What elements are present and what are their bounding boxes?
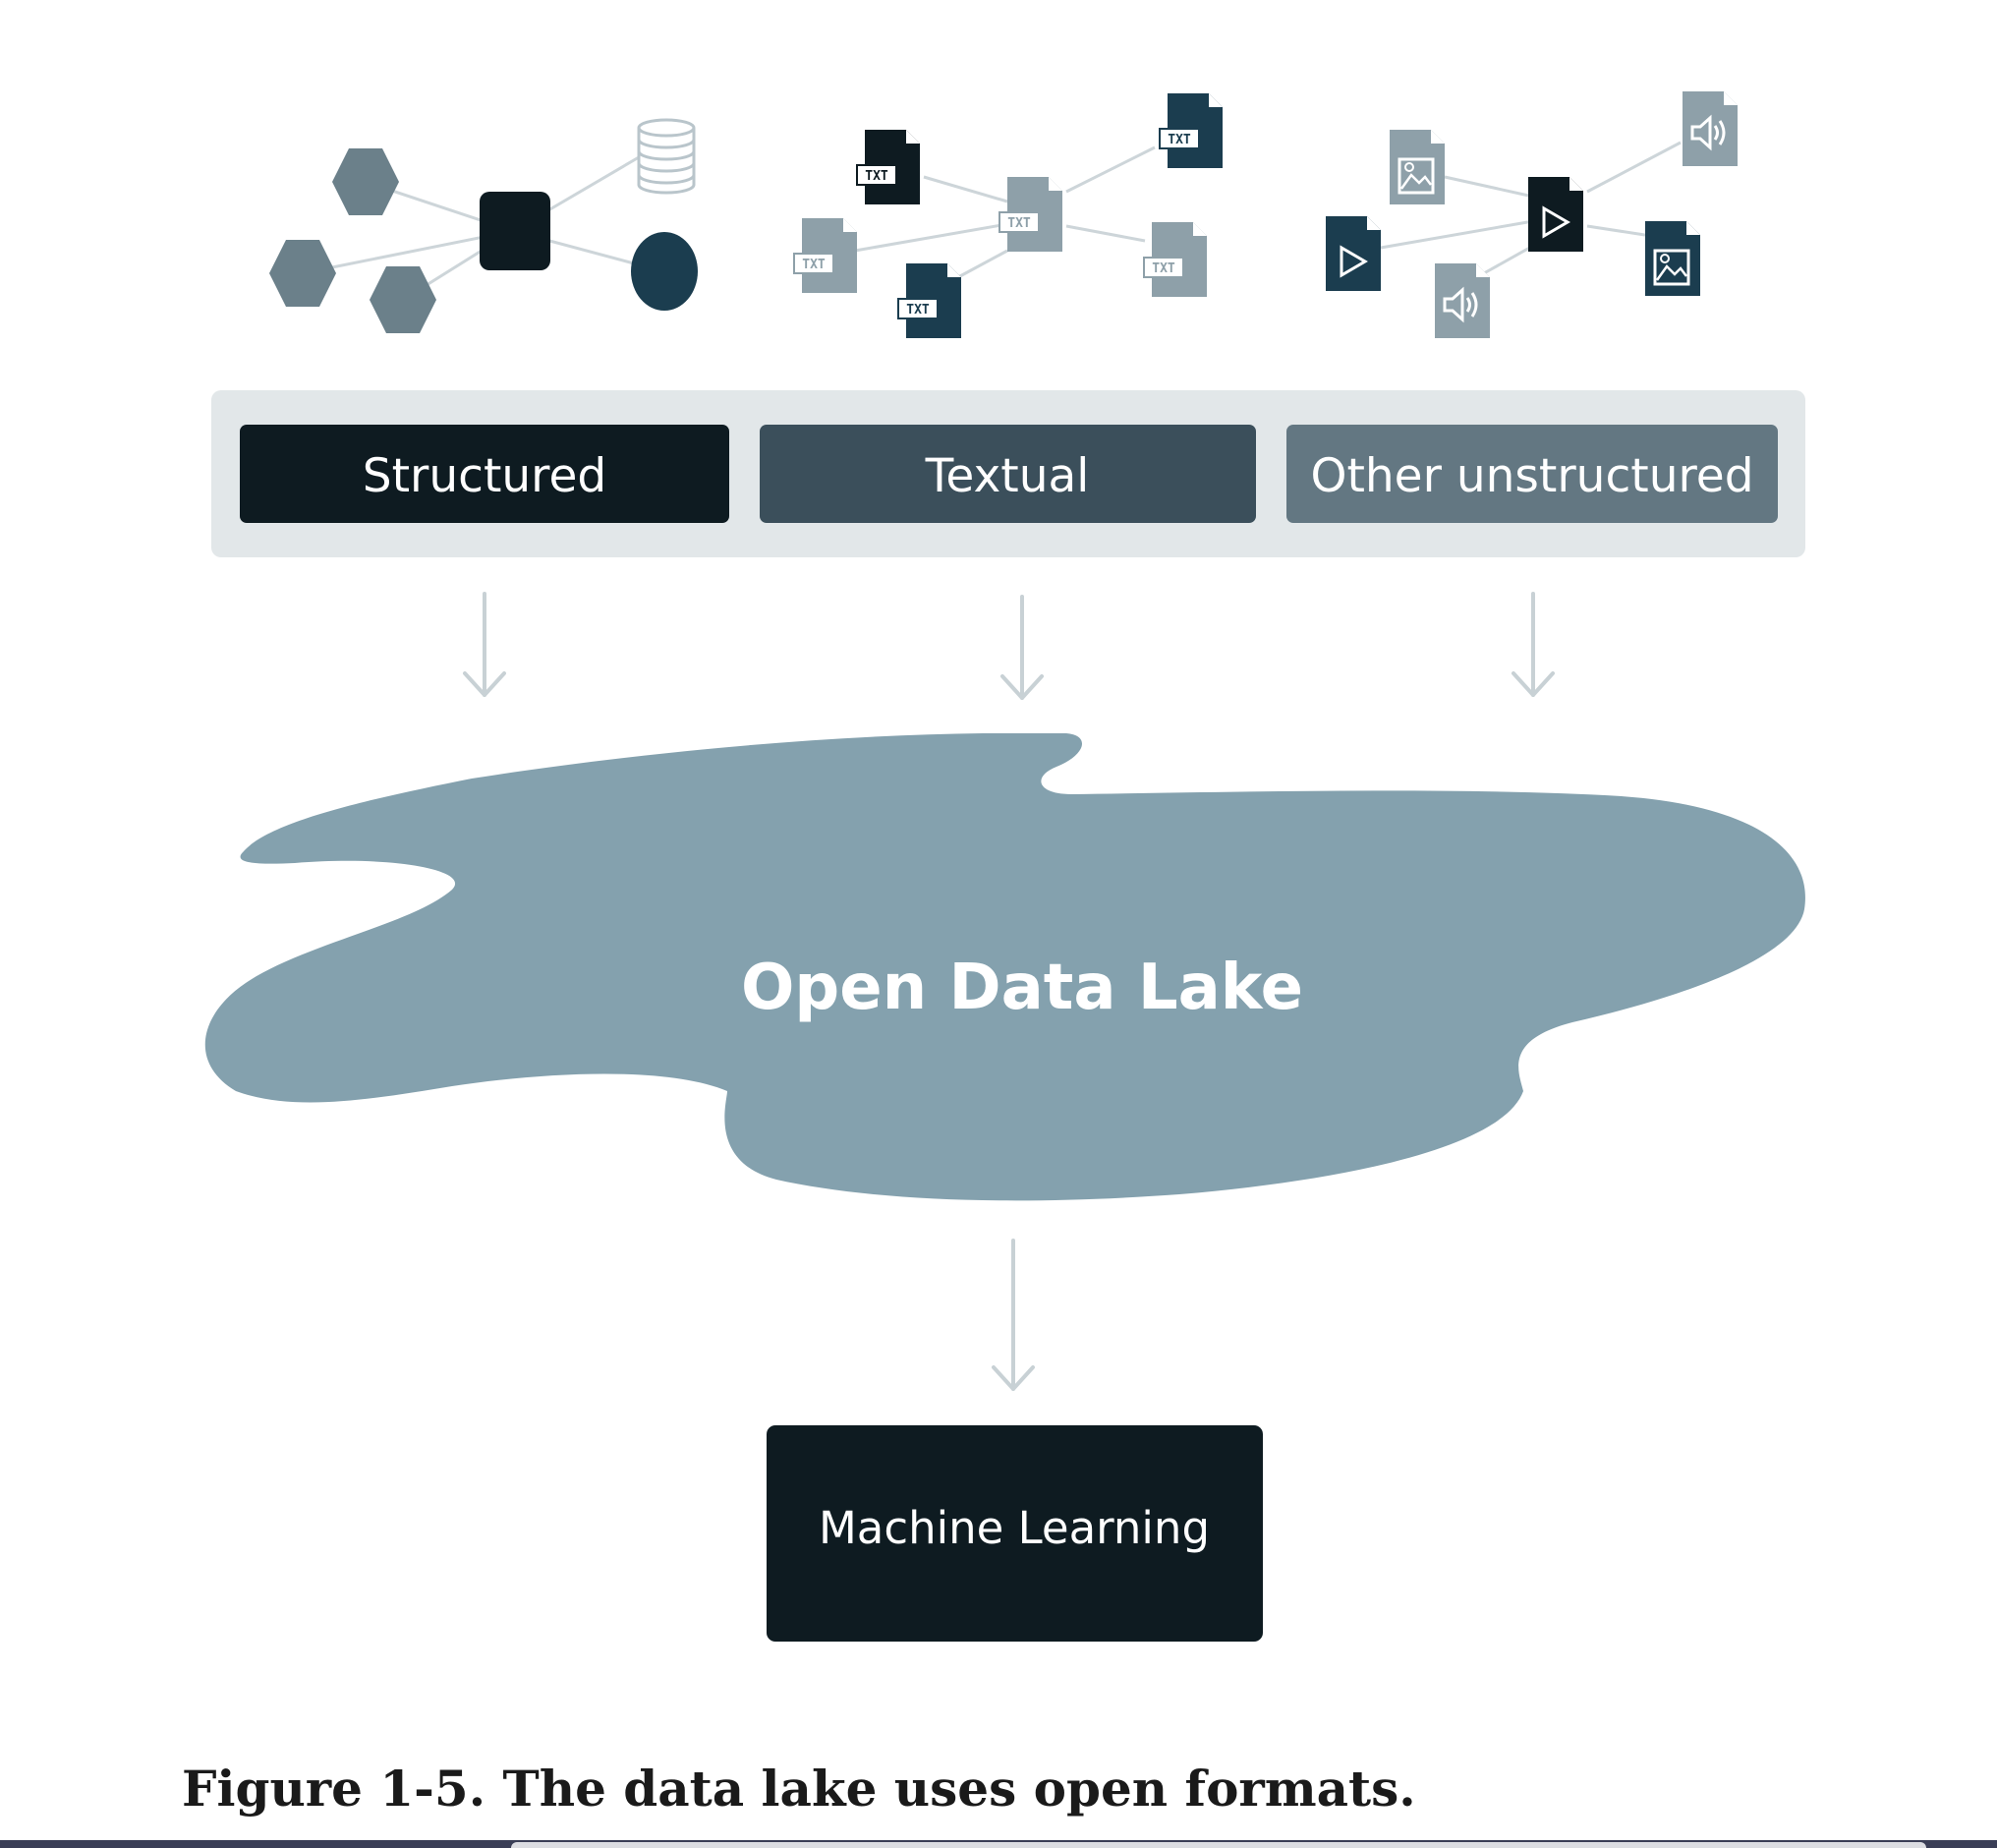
lake-shape <box>204 733 1805 1201</box>
audio-file-icon <box>1435 263 1490 338</box>
figure-caption: Figure 1-5. The data lake uses open form… <box>182 1760 1416 1818</box>
textual-icon-cluster: TXT TXT TXT TXT TXT <box>793 93 1223 338</box>
hexagon-icon <box>332 148 399 215</box>
category-other-unstructured: Other unstructured <box>1286 425 1778 523</box>
structured-icon-cluster <box>269 118 698 333</box>
txt-file-icon: TXT <box>856 130 920 204</box>
category-textual-box <box>760 425 1256 523</box>
arrow-down-icon <box>1512 592 1555 697</box>
hexagon-icon <box>269 240 336 307</box>
category-other-box <box>1286 425 1778 523</box>
machine-learning-rect <box>767 1425 1263 1642</box>
category-textual-label: Textual <box>925 449 1090 503</box>
txt-tag: TXT <box>1152 261 1175 276</box>
video-file-icon <box>1326 216 1381 291</box>
txt-tag: TXT <box>802 258 826 272</box>
video-file-icon <box>1528 177 1583 252</box>
other-connector-lines <box>1380 141 1682 275</box>
lake-label: Open Data Lake <box>741 952 1303 1024</box>
txt-tag: TXT <box>906 303 930 318</box>
category-textual: Textual <box>760 425 1256 523</box>
open-data-lake: Open Data Lake <box>204 733 1805 1201</box>
bottom-panel-edge <box>511 1842 1926 1848</box>
txt-file-icon: TXT <box>793 218 857 293</box>
category-structured-box <box>240 425 729 523</box>
txt-tag: TXT <box>1168 133 1191 147</box>
other-unstructured-icon-cluster <box>1326 91 1738 338</box>
txt-tag: TXT <box>865 169 888 184</box>
txt-file-icon: TXT <box>1159 93 1223 168</box>
textual-connector-lines <box>854 145 1156 279</box>
circle-node-icon <box>631 232 698 311</box>
image-file-icon <box>1645 221 1700 296</box>
category-structured-label: Structured <box>363 449 606 503</box>
machine-learning-box: Machine Learning <box>767 1425 1263 1642</box>
database-icon <box>637 118 696 195</box>
arrow-down-icon <box>992 1239 1035 1391</box>
audio-file-icon <box>1683 91 1738 166</box>
txt-file-icon: TXT <box>897 263 961 338</box>
arrow-down-icon <box>463 592 506 697</box>
machine-learning-label: Machine Learning <box>819 1502 1210 1554</box>
txt-file-icon: TXT <box>1143 222 1207 297</box>
txt-file-icon: TXT <box>998 177 1062 252</box>
category-structured: Structured <box>240 425 729 523</box>
txt-tag: TXT <box>1007 216 1031 231</box>
hexagon-icon <box>370 266 436 333</box>
category-other-label: Other unstructured <box>1310 449 1753 503</box>
arrow-down-icon <box>1000 595 1044 700</box>
image-file-icon <box>1390 130 1445 204</box>
square-node-icon <box>480 192 550 270</box>
